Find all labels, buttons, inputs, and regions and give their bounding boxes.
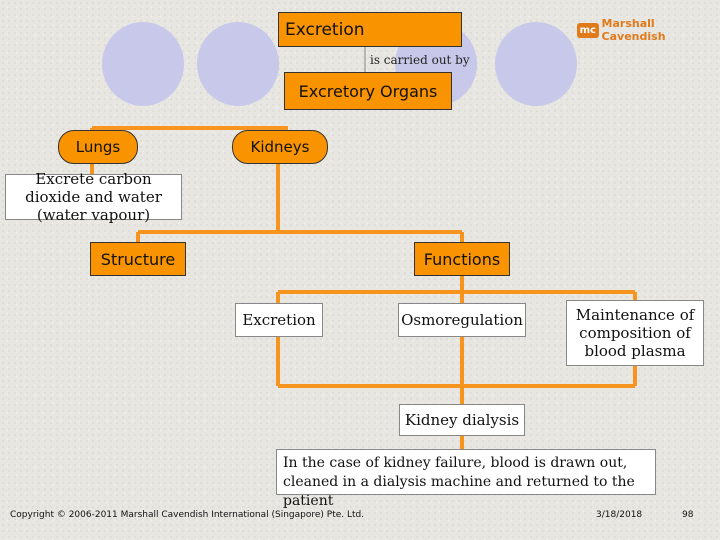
excretory-organs-box: Excretory Organs bbox=[284, 72, 452, 110]
publisher-logo: mc Marshall Cavendish bbox=[577, 17, 720, 43]
title-box: Excretion bbox=[278, 12, 462, 47]
logo-mark: mc bbox=[577, 22, 599, 38]
page-number: 98 bbox=[682, 510, 694, 520]
copyright-text: Copyright © 2006-2011 Marshall Cavendish… bbox=[10, 510, 365, 520]
dialysis-note: In the case of kidney failure, blood is … bbox=[276, 449, 656, 509]
decor-circle bbox=[495, 22, 577, 106]
kidney-dialysis-box: Kidney dialysis bbox=[399, 404, 525, 436]
decor-circle bbox=[102, 22, 184, 106]
logo-text: Marshall Cavendish bbox=[601, 17, 666, 43]
function-excretion: Excretion bbox=[235, 303, 323, 337]
kidneys-box: Kidneys bbox=[232, 130, 328, 164]
connector-label: is carried out by bbox=[370, 53, 470, 67]
decor-circle bbox=[197, 22, 279, 106]
function-maintenance: Maintenance of composition of blood plas… bbox=[566, 300, 704, 366]
functions-box: Functions bbox=[414, 242, 510, 276]
lungs-note: Excrete carbon dioxide and water (water … bbox=[5, 170, 182, 224]
function-osmoregulation: Osmoregulation bbox=[398, 303, 526, 337]
footer-date: 3/18/2018 bbox=[596, 510, 643, 520]
structure-box: Structure bbox=[90, 242, 186, 276]
lungs-box: Lungs bbox=[58, 130, 138, 164]
